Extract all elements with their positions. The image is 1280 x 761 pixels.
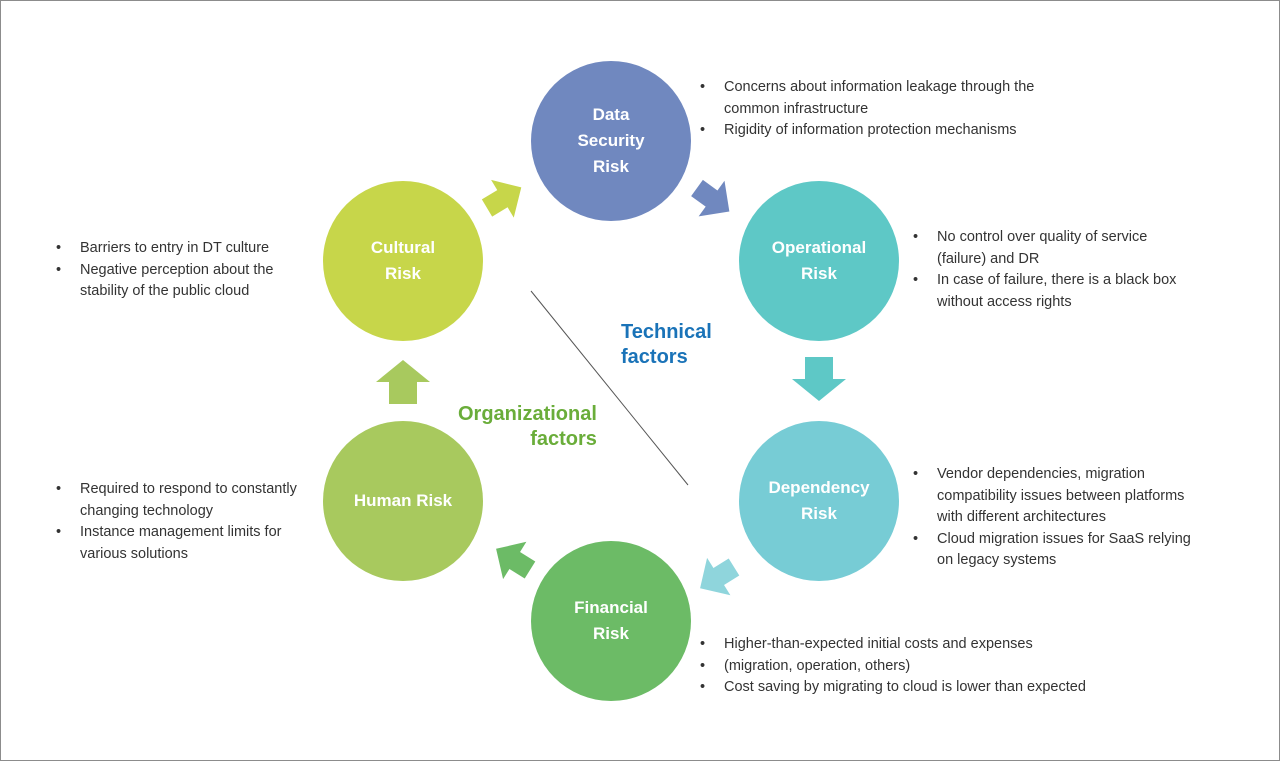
financial-bullets: Higher-than-expected initial costs and e… [700, 634, 1120, 699]
bullet-item: Rigidity of information protection mecha… [700, 120, 1060, 142]
bullet-item: Instance management limits for various s… [56, 522, 318, 565]
human-risk-node: Human Risk [323, 421, 483, 581]
bullet-item: Cost saving by migrating to cloud is low… [700, 677, 1120, 699]
cultural-risk-node: Cultural Risk [323, 181, 483, 341]
bullet-item: Concerns about information leakage throu… [700, 77, 1060, 120]
bullet-item: (migration, operation, others) [700, 656, 1120, 678]
arrow-human-to-cultural [376, 360, 430, 404]
divider-line [530, 290, 689, 486]
data-security-risk-node: Data Security Risk [531, 61, 691, 221]
bullet-item: No control over quality of service (fail… [913, 227, 1188, 270]
financial-risk-node: Financial Risk [531, 541, 691, 701]
technical-factors-label: Technical factors [621, 321, 712, 368]
bullet-item: In case of failure, there is a black box… [913, 270, 1188, 313]
arrow-operational-to-dependency [792, 357, 846, 401]
bullet-item: Barriers to entry in DT culture [56, 238, 304, 260]
arrow-cultural-to-data [481, 179, 522, 218]
bullet-item: Higher-than-expected initial costs and e… [700, 634, 1120, 656]
arrow-data-to-operational [691, 179, 730, 217]
operational-bullets: No control over quality of service (fail… [913, 227, 1188, 313]
bullet-item: Required to respond to constantly changi… [56, 479, 318, 522]
arrow-financial-to-human [496, 541, 536, 580]
bullet-item: Cloud migration issues for SaaS relying … [913, 529, 1205, 572]
bullet-item: Vendor dependencies, migration compatibi… [913, 464, 1205, 529]
data-security-bullets: Concerns about information leakage throu… [700, 77, 1060, 142]
dependency-risk-node: Dependency Risk [739, 421, 899, 581]
human-bullets: Required to respond to constantly changi… [56, 479, 318, 565]
dependency-bullets: Vendor dependencies, migration compatibi… [913, 464, 1205, 572]
arrow-dependency-to-financial [700, 557, 740, 596]
organizational-factors-label: Organizational factors [458, 403, 597, 450]
bullet-item: Negative perception about the stability … [56, 260, 304, 303]
operational-risk-node: Operational Risk [739, 181, 899, 341]
cultural-bullets: Barriers to entry in DT culture Negative… [56, 238, 304, 303]
